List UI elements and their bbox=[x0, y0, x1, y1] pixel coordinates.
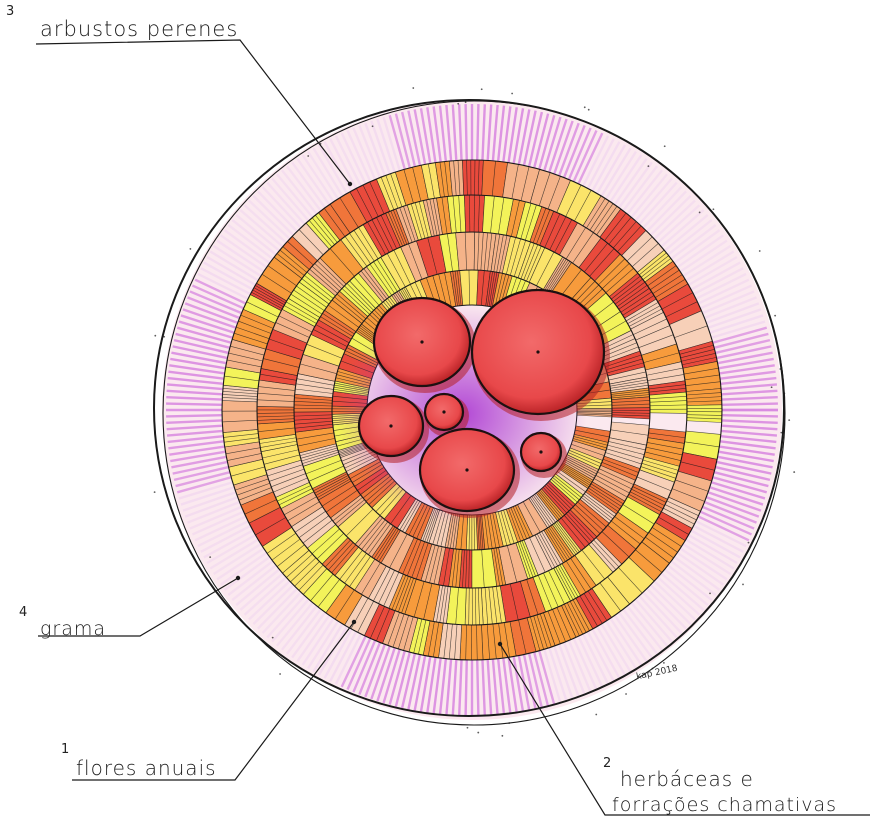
grass-stroke bbox=[477, 104, 478, 160]
label-herbaceous-line2: forrações chamativas bbox=[612, 796, 837, 815]
leader-dot bbox=[352, 620, 356, 624]
speckle bbox=[508, 722, 510, 724]
label-shrubs: arbustos perenes bbox=[40, 19, 238, 40]
speckle bbox=[163, 336, 165, 338]
speckle bbox=[457, 103, 459, 105]
speckle bbox=[465, 101, 467, 103]
shrub-center bbox=[539, 450, 542, 453]
speckle bbox=[780, 432, 782, 434]
flower-segment bbox=[462, 160, 483, 195]
speckle bbox=[501, 735, 503, 737]
shrub-center bbox=[389, 424, 392, 427]
speckle bbox=[272, 637, 274, 639]
grass-stroke bbox=[166, 415, 222, 416]
grass-stroke bbox=[466, 660, 467, 716]
leader-dot bbox=[236, 576, 240, 580]
speckle bbox=[467, 727, 469, 729]
grass-stroke bbox=[466, 104, 467, 160]
speckle bbox=[511, 93, 513, 95]
speckle bbox=[154, 491, 156, 493]
label-number-herbaceous: 2 bbox=[603, 756, 611, 771]
flower-segment bbox=[465, 588, 483, 625]
grass-stroke bbox=[166, 404, 222, 405]
speckle bbox=[584, 106, 586, 108]
flower-segment bbox=[222, 401, 258, 433]
label-herbaceous-line1: herbáceas e bbox=[620, 769, 754, 789]
speckle bbox=[742, 584, 744, 586]
speckle bbox=[783, 392, 785, 394]
grass-stroke bbox=[722, 404, 778, 405]
speckle bbox=[748, 542, 750, 544]
speckle bbox=[788, 419, 790, 421]
speckle bbox=[647, 165, 649, 167]
shrub-center bbox=[465, 468, 468, 471]
speckle bbox=[189, 248, 191, 250]
label-number-shrubs: 3 bbox=[6, 4, 14, 19]
label-grass: grama bbox=[40, 620, 106, 639]
label-annual-flowers: flores anuais bbox=[76, 758, 217, 778]
speckle bbox=[709, 592, 711, 594]
speckle bbox=[595, 714, 597, 716]
speckle bbox=[477, 732, 479, 734]
speckle bbox=[307, 155, 309, 157]
speckle bbox=[209, 556, 211, 558]
speckle bbox=[759, 250, 761, 252]
speckle bbox=[664, 145, 666, 147]
flower-segment bbox=[649, 392, 687, 413]
shrub-center bbox=[536, 350, 539, 353]
speckle bbox=[779, 368, 781, 370]
speckle bbox=[154, 335, 156, 337]
flower-segment bbox=[687, 405, 722, 423]
grass-stroke bbox=[722, 415, 778, 416]
label-number-grass: 4 bbox=[19, 605, 27, 620]
shrub-center bbox=[420, 340, 423, 343]
speckle bbox=[412, 87, 414, 89]
speckle bbox=[279, 673, 281, 675]
label-number-annual-flowers: 1 bbox=[61, 742, 69, 757]
leader-dot bbox=[498, 642, 502, 646]
shrub-center bbox=[442, 410, 445, 413]
speckle bbox=[625, 693, 627, 695]
speckle bbox=[663, 662, 665, 664]
speckle bbox=[774, 315, 776, 317]
flower-segment bbox=[257, 406, 294, 424]
speckle bbox=[771, 386, 773, 388]
speckle bbox=[793, 471, 795, 473]
speckle bbox=[320, 143, 322, 145]
speckle bbox=[372, 125, 374, 127]
speckle bbox=[699, 212, 701, 214]
speckle bbox=[588, 109, 590, 111]
speckle bbox=[481, 88, 483, 90]
leader-dot bbox=[348, 182, 352, 186]
speckle bbox=[713, 208, 715, 210]
grass-stroke bbox=[477, 660, 478, 716]
